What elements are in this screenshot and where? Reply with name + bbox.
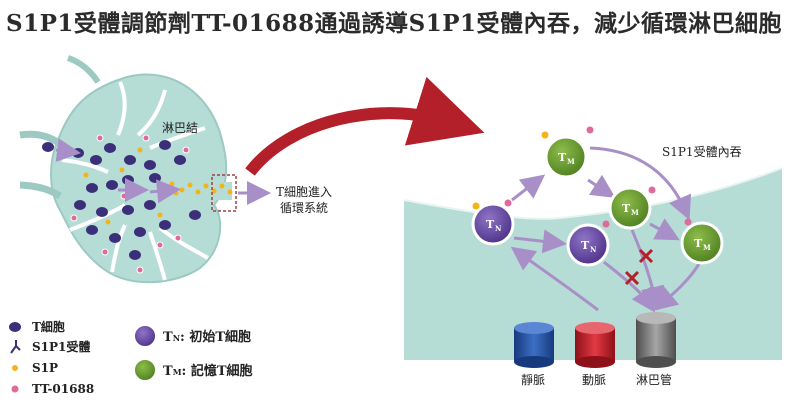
svg-text:M: M <box>703 243 711 252</box>
node-s1p-dots <box>83 147 233 225</box>
lymph-node-label: 淋巴結 <box>162 121 198 135</box>
legend-drug-icon <box>11 385 19 393</box>
lymph-node: 淋巴結 <box>19 55 271 284</box>
svg-text:T: T <box>581 239 590 252</box>
zoom-box <box>211 174 237 212</box>
legend-s1p-icon <box>12 365 18 371</box>
blocked-marks <box>624 248 654 286</box>
afferent-vessel <box>66 55 101 84</box>
legend-memory-icon <box>133 358 157 382</box>
legend-naive: TN: 初始T細胞 <box>163 329 251 345</box>
artery <box>575 322 615 368</box>
tissue-surface <box>403 167 783 220</box>
svg-text:T: T <box>486 218 495 231</box>
lymphatic-label: 淋巴管 <box>636 372 672 387</box>
node-migration-arrows <box>55 138 181 204</box>
legend-s1p1: S1P1受體 <box>32 339 90 354</box>
svg-text:T: T <box>622 202 631 215</box>
svg-text:M: M <box>631 208 639 217</box>
legend-naive-icon <box>133 324 157 348</box>
lymphatic-vessel <box>636 312 676 368</box>
figure-title: S1P1受體調節劑TT-01688通過誘導S1P1受體內吞，減少循環淋巴細胞 <box>6 10 782 37</box>
artery-label: 動脈 <box>582 373 606 387</box>
exit-label-line1: T細胞進入 <box>276 185 332 199</box>
internalization-label: S1P1受體內吞 <box>662 145 742 159</box>
svg-text:T: T <box>558 151 567 164</box>
node-t-cells <box>42 140 201 260</box>
exit-label-line2: 循環系統 <box>280 201 328 215</box>
cell-arrows <box>511 146 692 254</box>
svg-text:N: N <box>590 245 597 254</box>
afferent-vessel <box>19 130 65 148</box>
vein-label: 靜脈 <box>521 373 545 387</box>
afferent-vessel <box>19 181 62 200</box>
legend-t-cell: T細胞 <box>32 319 65 334</box>
legend-tt01688: TT-01688 <box>32 382 94 396</box>
legend-s1p: S1P <box>32 361 58 375</box>
svg-text:T: T <box>694 237 703 250</box>
svg-text:N: N <box>495 224 502 233</box>
legend-t-cell-icon <box>9 322 21 332</box>
vein <box>514 322 554 368</box>
svg-text:M: M <box>567 157 575 166</box>
legend-memory: TM: 記憶T細胞 <box>163 363 253 379</box>
legend-receptor-icon <box>10 340 21 354</box>
zoom-arrow <box>245 76 485 176</box>
legend: T細胞 S1P1受體 S1P TT-01688 TN: 初始T細胞 TM: 記憶… <box>9 319 253 396</box>
circulation-arrows <box>510 229 702 313</box>
